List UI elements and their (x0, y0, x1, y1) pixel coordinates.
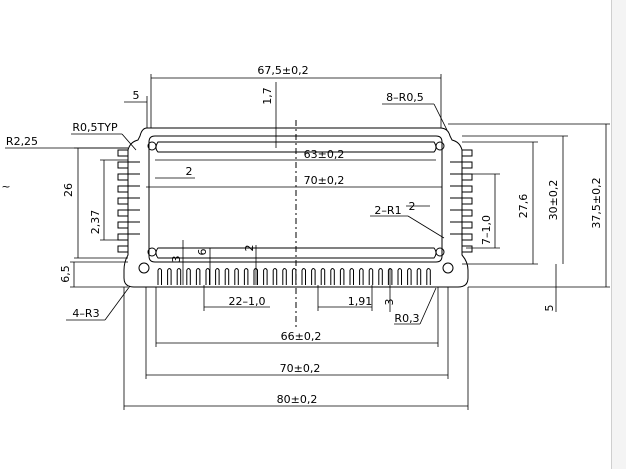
bottom-fin (215, 268, 220, 285)
bottom-fin (224, 268, 230, 285)
bottom-fin (416, 268, 422, 285)
dimension-lines (5, 74, 610, 410)
dim-6-5: 6,5 (59, 265, 72, 283)
dim-1-91: 1,91 (348, 295, 373, 308)
dim-2-left: 2 (186, 165, 193, 178)
bottom-fin (301, 268, 306, 285)
bottom-fin (407, 268, 412, 285)
left-fins (117, 149, 140, 253)
bottom-fin (320, 268, 326, 285)
dim-2-right: 2 (409, 200, 416, 213)
dim-80: 80±0,2 (277, 393, 318, 406)
dimension-labels: 67,5±0,2 5 1,7 8–R0,5 63±0,2 70±0,2 R0,5… (1, 64, 603, 406)
bottom-fin (186, 268, 191, 285)
edge-mark: ~ (1, 180, 10, 193)
dim-70-inner: 70±0,2 (304, 174, 345, 187)
dim-3-right: 3 (383, 299, 396, 306)
bottom-fin (311, 268, 316, 285)
dim-2-mid: 2 (243, 245, 256, 252)
dim-r2-25: R2,25 (6, 135, 38, 148)
dim-26: 26 (62, 183, 75, 197)
bottom-fin (339, 268, 345, 285)
dim-63: 63±0,2 (304, 148, 345, 161)
bottom-fin (157, 268, 162, 285)
dim-3-base: 3 (170, 256, 183, 263)
right-fins (450, 149, 473, 253)
bottom-fin (291, 268, 297, 285)
dim-4-r3: 4–R3 (72, 307, 99, 320)
dim-2-37: 2,37 (89, 210, 102, 235)
bottom-fin (359, 268, 364, 285)
bottom-fin (195, 268, 201, 285)
bottom-fin (243, 268, 249, 285)
bottom-fins (157, 268, 431, 285)
dim-37-5: 37,5±0,2 (590, 177, 603, 228)
dim-67-5: 67,5±0,2 (257, 64, 308, 77)
dim-30: 30±0,2 (547, 180, 560, 221)
bottom-fin (205, 268, 210, 285)
dim-27-6: 27,6 (517, 194, 530, 219)
bottom-fin (176, 268, 182, 285)
bottom-fin (330, 268, 335, 285)
bottom-fin (167, 268, 172, 285)
bottom-fin (349, 268, 354, 285)
bottom-fin (263, 268, 268, 285)
dim-2-r1: 2–R1 (374, 204, 401, 217)
extrusion-profile-drawing: 67,5±0,2 5 1,7 8–R0,5 63±0,2 70±0,2 R0,5… (1, 64, 610, 410)
dim-22-1-0: 22–1,0 (229, 295, 266, 308)
bottom-fin (282, 268, 287, 285)
window-edge (611, 0, 626, 469)
dim-5-right: 5 (543, 305, 556, 312)
dim-1-7: 1,7 (261, 87, 274, 105)
dim-6-base: 6 (196, 249, 209, 256)
dim-8-r0-5: 8–R0,5 (386, 91, 424, 104)
bottom-fin (426, 268, 431, 285)
bottom-fin (397, 268, 402, 285)
bottom-fin (368, 268, 374, 285)
dim-r0-5-typ: R0,5TYP (72, 121, 118, 134)
bottom-fin (272, 268, 278, 285)
dim-70-bottom: 70±0,2 (280, 362, 321, 375)
dim-r0-3: R0,3 (394, 312, 419, 325)
corner-slots (138, 141, 454, 274)
dim-7-1-0: 7–1,0 (480, 215, 493, 245)
bottom-fin (234, 268, 239, 285)
bottom-fin (378, 268, 383, 285)
dim-66: 66±0,2 (281, 330, 322, 343)
dim-5-top: 5 (133, 89, 140, 102)
